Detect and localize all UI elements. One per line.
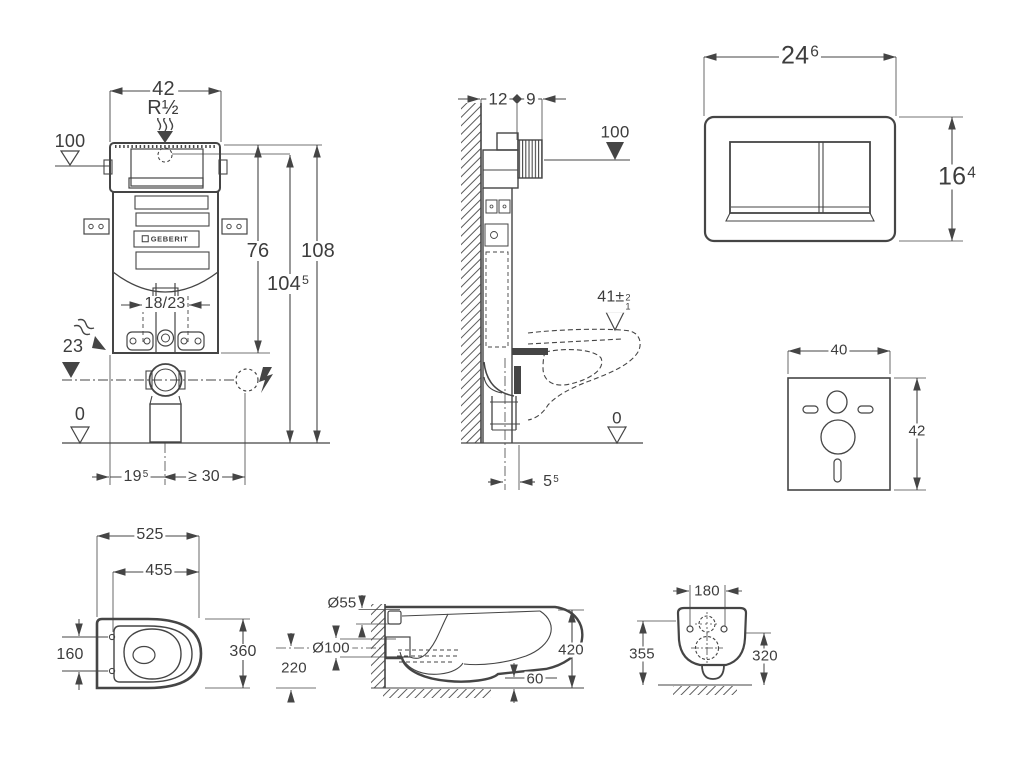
dim-wc-height-355: 355 xyxy=(627,645,657,663)
dim-water-connection-r12: R½ xyxy=(145,97,181,119)
dim-depth-9: 9 xyxy=(524,89,538,109)
view-sound-mat xyxy=(787,347,926,491)
dim-plate-width-24-6: 246 xyxy=(778,41,822,70)
dim-width-42: 42 xyxy=(150,79,178,99)
dim-offset-5-5: 55 xyxy=(541,473,561,490)
dim-offset-min-30: ≥ 30 xyxy=(186,468,222,485)
dim-level-0-front: 0 xyxy=(72,404,88,424)
dim-wc-outlet-height-220: 220 xyxy=(279,659,309,677)
view-flush-plate xyxy=(703,53,963,243)
dim-wc-depth-455: 455 xyxy=(143,562,175,579)
view-wc-top xyxy=(62,532,250,690)
view-wc-front xyxy=(637,585,771,695)
dim-height-76: 76 xyxy=(244,240,272,262)
dim-wc-height-420: 420 xyxy=(556,641,586,659)
dim-plate-height-16-4: 164 xyxy=(935,162,979,191)
dim-wc-height-320: 320 xyxy=(750,647,780,665)
dim-wc-inlet-dia-55: Ø55 xyxy=(325,594,359,612)
dim-mat-height-42: 42 xyxy=(906,422,928,440)
dim-wc-width-360: 360 xyxy=(227,643,259,660)
dim-wc-depth-525: 525 xyxy=(134,526,166,543)
dim-wc-holes-160: 160 xyxy=(54,646,86,663)
dim-wc-holes-180: 180 xyxy=(692,582,722,600)
dim-wc-floor-gap-60: 60 xyxy=(524,670,546,688)
dim-level-23: 23 xyxy=(60,336,86,356)
dim-height-104-5: 1045 xyxy=(264,273,312,295)
dim-bolt-spacing-18-23: 18/23 xyxy=(142,295,188,312)
dim-offset-19-5: 195 xyxy=(121,468,151,485)
dim-depth-12: 12 xyxy=(486,89,510,109)
view-cistern-side xyxy=(458,94,643,490)
dim-height-108: 108 xyxy=(299,240,337,262)
geberit-logo-mark xyxy=(141,235,149,243)
dim-level-0-side: 0 xyxy=(610,408,624,428)
view-cistern-front xyxy=(55,87,330,485)
dim-level-100-front: 100 xyxy=(52,131,88,151)
dim-wc-outlet-dia-100: Ø100 xyxy=(310,639,352,657)
dim-mat-width-40: 40 xyxy=(828,341,850,359)
geberit-brand-label: GEBERIT xyxy=(140,235,191,243)
view-wc-side xyxy=(276,595,584,703)
dim-level-100-side: 100 xyxy=(598,122,632,142)
